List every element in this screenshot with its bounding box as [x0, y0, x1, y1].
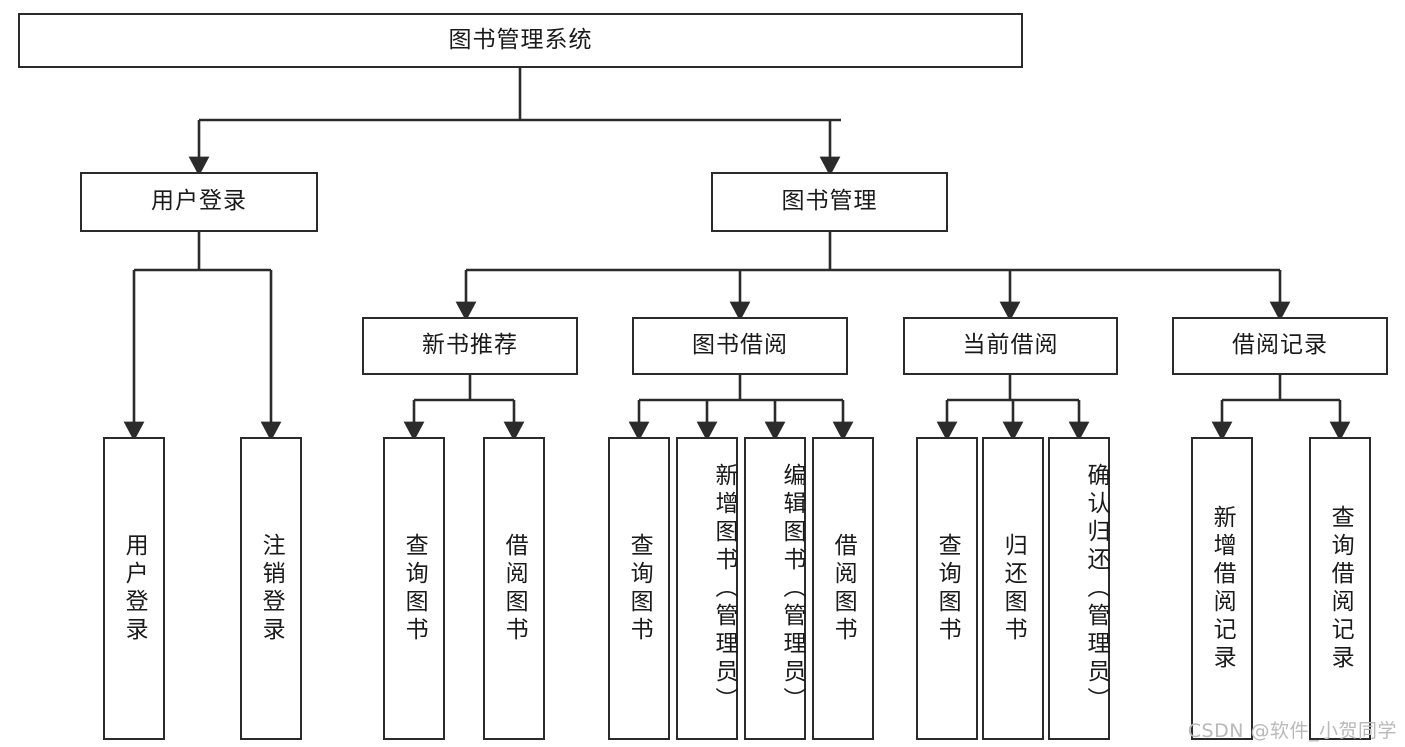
- node-label: 确认归还（管理员）: [1083, 462, 1109, 715]
- leaf-borrow-record-query-record[interactable]: 查询借阅记录: [1309, 437, 1371, 740]
- node-label: 新增图书（管理员）: [711, 462, 737, 715]
- node-label: 查询借阅记录: [1327, 504, 1354, 673]
- csdn-watermark: CSDN @软件_小贺同学: [1187, 720, 1397, 742]
- node-book-borrow[interactable]: 图书借阅: [632, 317, 848, 375]
- node-label: 新书推荐: [422, 332, 518, 359]
- leaf-book-borrow-add-book-admin[interactable]: 新增图书（管理员）: [676, 437, 738, 740]
- node-book-management[interactable]: 图书管理: [711, 172, 948, 232]
- leaf-user-login-logout[interactable]: 注销登录: [240, 437, 302, 740]
- node-new-book-recommend[interactable]: 新书推荐: [362, 317, 578, 375]
- node-user-login[interactable]: 用户登录: [80, 172, 318, 232]
- leaf-current-borrow-confirm-return-admin[interactable]: 确认归还（管理员）: [1048, 437, 1110, 740]
- node-label: 借阅图书: [830, 532, 857, 645]
- node-label: 图书借阅: [692, 332, 788, 359]
- node-label: 查询图书: [626, 532, 653, 645]
- node-borrow-record[interactable]: 借阅记录: [1172, 317, 1388, 375]
- node-current-borrow[interactable]: 当前借阅: [903, 317, 1118, 375]
- node-root-book-management-system[interactable]: 图书管理系统: [18, 13, 1023, 68]
- node-label: 图书管理: [781, 188, 878, 215]
- node-label: 编辑图书（管理员）: [779, 462, 805, 715]
- leaf-new-book-query-book[interactable]: 查询图书: [383, 437, 445, 740]
- node-label: 借阅图书: [501, 532, 528, 645]
- node-label: 用户登录: [151, 188, 247, 215]
- leaf-book-borrow-borrow-book[interactable]: 借阅图书: [812, 437, 874, 740]
- node-label: 注销登录: [258, 532, 285, 645]
- leaf-new-book-borrow-book[interactable]: 借阅图书: [483, 437, 545, 740]
- node-label: 当前借阅: [962, 332, 1059, 359]
- node-label: 归还图书: [1000, 532, 1027, 645]
- node-label: 查询图书: [401, 532, 428, 645]
- leaf-book-borrow-query-book[interactable]: 查询图书: [608, 437, 670, 740]
- node-label: 借阅记录: [1232, 332, 1328, 359]
- node-label: 新增借阅记录: [1209, 504, 1236, 673]
- leaf-borrow-record-add-record[interactable]: 新增借阅记录: [1191, 437, 1253, 740]
- node-label: 用户登录: [121, 532, 148, 645]
- node-label: 图书管理系统: [448, 26, 593, 53]
- node-label: 查询图书: [934, 532, 961, 645]
- leaf-user-login-login[interactable]: 用户登录: [103, 437, 165, 740]
- leaf-current-borrow-query-book[interactable]: 查询图书: [916, 437, 978, 740]
- leaf-book-borrow-edit-book-admin[interactable]: 编辑图书（管理员）: [744, 437, 806, 740]
- leaf-current-borrow-return-book[interactable]: 归还图书: [982, 437, 1044, 740]
